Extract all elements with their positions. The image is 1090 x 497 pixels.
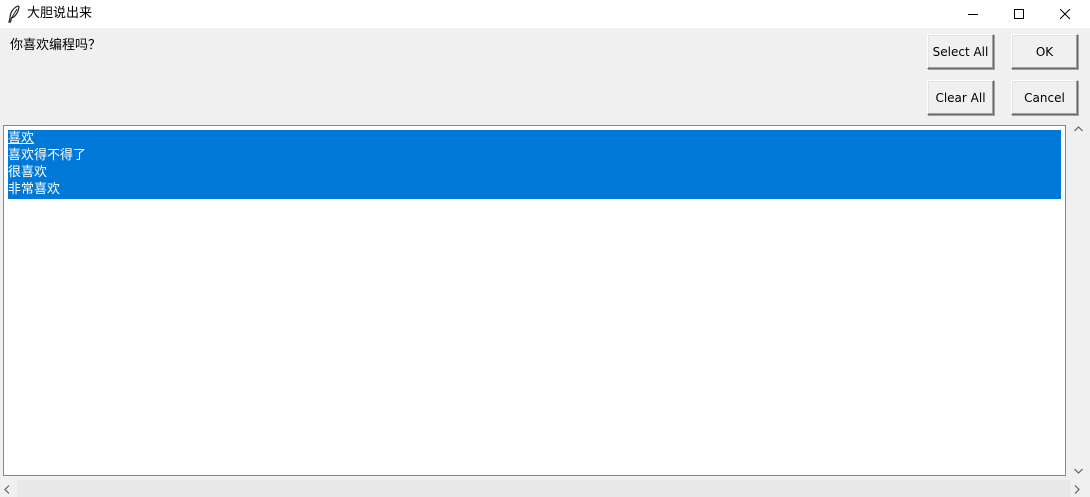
scroll-right-button[interactable] (1070, 480, 1087, 497)
list-item[interactable]: 喜欢 (8, 130, 1061, 147)
scroll-down-button[interactable] (1070, 463, 1087, 480)
maximize-icon (1014, 9, 1024, 19)
minimize-button[interactable] (950, 0, 996, 28)
question-label: 你喜欢编程吗？ (10, 38, 102, 53)
list-item-label: 喜欢得不得了 (8, 148, 87, 163)
chevron-right-icon (1074, 485, 1080, 494)
maximize-button[interactable] (996, 0, 1042, 28)
scroll-up-button[interactable] (1070, 121, 1087, 138)
select-all-button[interactable]: Select All (927, 34, 994, 69)
minimize-icon (968, 14, 978, 15)
horizontal-scrollbar[interactable] (0, 480, 1090, 497)
horizontal-scroll-track[interactable] (17, 480, 1070, 497)
choice-listbox[interactable]: 喜欢 喜欢得不得了 很喜欢 非常喜欢 (3, 125, 1066, 476)
list-item[interactable]: 非常喜欢 (8, 181, 1061, 198)
close-button[interactable] (1042, 0, 1088, 28)
feather-icon (7, 5, 21, 23)
scroll-left-button[interactable] (0, 480, 17, 497)
ok-button[interactable]: OK (1011, 34, 1078, 69)
vertical-scrollbar[interactable] (1070, 121, 1087, 480)
chevron-up-icon (1074, 126, 1083, 132)
list-item-label: 喜欢 (8, 131, 35, 146)
list-item[interactable]: 很喜欢 (8, 164, 1061, 181)
vertical-scroll-track[interactable] (1070, 138, 1087, 463)
list-item-label: 很喜欢 (8, 165, 48, 180)
cancel-button[interactable]: Cancel (1011, 80, 1078, 115)
close-icon (1060, 9, 1071, 20)
window-title: 大胆说出来 (27, 6, 93, 21)
clear-all-button[interactable]: Clear All (927, 80, 994, 115)
chevron-down-icon (1074, 468, 1083, 474)
list-item-label: 非常喜欢 (8, 182, 61, 197)
selected-items-group: 喜欢 喜欢得不得了 很喜欢 非常喜欢 (8, 130, 1061, 199)
title-bar[interactable]: 大胆说出来 (0, 0, 1090, 28)
chevron-left-icon (4, 485, 10, 494)
list-item[interactable]: 喜欢得不得了 (8, 147, 1061, 164)
